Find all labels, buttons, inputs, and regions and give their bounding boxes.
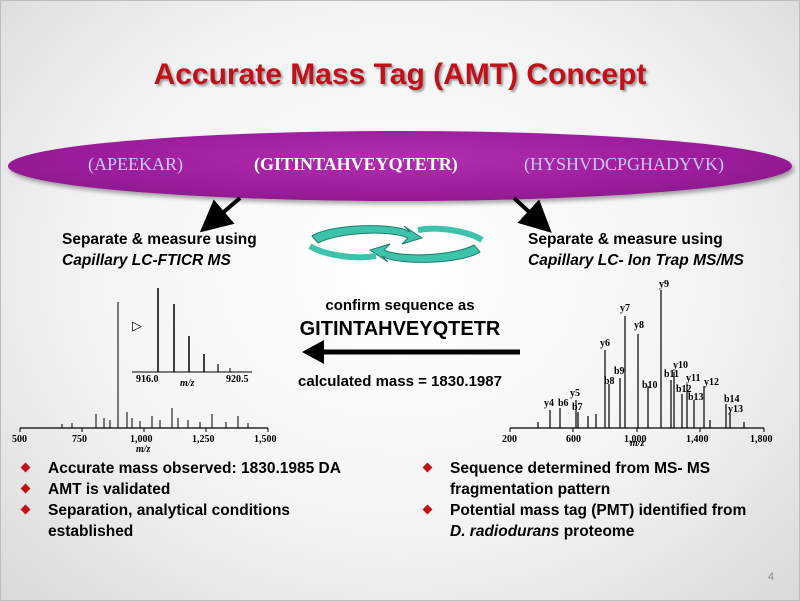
right-tick-1000: 1,000 xyxy=(624,434,647,445)
peak-y5: y5 xyxy=(570,388,580,399)
inset-spectrum xyxy=(132,288,252,373)
left-bullet-1: Accurate mass observed: 1830.1985 DA xyxy=(18,458,398,479)
peak-b9: b9 xyxy=(614,366,625,377)
bullet-diamond-icon xyxy=(20,504,31,515)
right-bullet-1: Sequence determined from MS- MS fragment… xyxy=(420,458,750,500)
right-method-line2: Capillary LC- Ion Trap MS/MS xyxy=(528,252,744,269)
left-method-line2: Capillary LC-FTICR MS xyxy=(62,252,231,269)
peak-y7: y7 xyxy=(620,303,630,314)
peak-b7: b7 xyxy=(572,402,583,413)
peak-b8: b8 xyxy=(604,376,615,387)
left-tick-750: 750 xyxy=(72,434,87,445)
peak-y10: y10 xyxy=(673,360,688,371)
inset-tick-left: 916.0 xyxy=(136,374,159,385)
right-axis-ticks xyxy=(509,428,765,432)
result-arrow-head xyxy=(302,340,324,364)
left-method-line1: Separate & measure using xyxy=(62,231,257,248)
left-spectrum: 916.0 920.5 m/z ▷ 500 750 1,000 1,250 1,… xyxy=(12,288,277,455)
right-bullet-list: Sequence determined from MS- MS fragment… xyxy=(420,458,780,542)
inset-marker-icon: ▷ xyxy=(132,318,142,333)
inset-axis-label: m/z xyxy=(180,378,195,389)
page-number: 4 xyxy=(767,571,774,583)
left-tick-500: 500 xyxy=(12,434,27,445)
peak-y13: y13 xyxy=(728,404,743,415)
peptide-center: (GITINTAHVEYQTETR) xyxy=(254,154,458,174)
left-bullet-3: Separation, analytical conditions establ… xyxy=(18,500,348,542)
peptide-left: (APEEKAR) xyxy=(88,154,183,174)
left-tick-1500: 1,500 xyxy=(254,434,277,445)
right-tick-600: 600 xyxy=(566,434,581,445)
right-spectrum-peaks xyxy=(537,290,745,428)
bullet-diamond-icon xyxy=(422,462,433,473)
right-spectrum: y9 y7 y8 y6 b9 b8 b10 y10 b11 y11 y12 b1… xyxy=(502,279,773,449)
left-axis-ticks xyxy=(19,428,269,432)
peak-b6: b6 xyxy=(558,398,569,409)
left-spectrum-peaks xyxy=(61,302,249,428)
sequence-text: GITINTAHVEYQTETR xyxy=(299,318,501,340)
peak-y8: y8 xyxy=(634,320,644,331)
confirm-text: confirm sequence as xyxy=(325,297,475,314)
peak-y6: y6 xyxy=(600,338,610,349)
peak-b13: b13 xyxy=(688,392,704,403)
peak-b11: b11 xyxy=(664,369,679,380)
arrow-to-left-method xyxy=(199,196,242,233)
left-axis-label: m/z xyxy=(136,444,151,455)
left-bullet-list: Accurate mass observed: 1830.1985 DA AMT… xyxy=(18,458,398,542)
bullet-diamond-icon xyxy=(20,483,31,494)
peak-y4: y4 xyxy=(544,398,554,409)
right-axis-label: m/z xyxy=(630,438,645,449)
calc-mass-text: calculated mass = 1830.1987 xyxy=(298,373,502,390)
right-tick-1400: 1,400 xyxy=(686,434,709,445)
bullet-diamond-icon xyxy=(20,462,31,473)
slide-title: Accurate Mass Tag (AMT) Concept xyxy=(153,58,647,91)
peak-y9: y9 xyxy=(659,279,669,290)
right-method-line1: Separate & measure using xyxy=(528,231,723,248)
peak-y12: y12 xyxy=(704,377,719,388)
peak-b14: b14 xyxy=(724,394,740,405)
right-bullet-2: Potential mass tag (PMT) identified from… xyxy=(420,500,750,542)
peak-y11: y11 xyxy=(686,373,700,384)
left-tick-1250: 1,250 xyxy=(192,434,215,445)
bullet-diamond-icon xyxy=(422,504,433,515)
right-tick-200: 200 xyxy=(502,434,517,445)
peptide-right: (HYSHVDCPGHADYVK) xyxy=(524,154,725,174)
inset-tick-right: 920.5 xyxy=(226,374,249,385)
peak-b12: b12 xyxy=(676,384,692,395)
peptide-ellipse xyxy=(8,131,792,201)
right-tick-1800: 1,800 xyxy=(750,434,773,445)
arrow-to-right-method xyxy=(512,196,552,233)
left-bullet-2: AMT is validated xyxy=(18,479,398,500)
peak-b10: b10 xyxy=(642,380,658,391)
left-tick-1000: 1,000 xyxy=(130,434,153,445)
